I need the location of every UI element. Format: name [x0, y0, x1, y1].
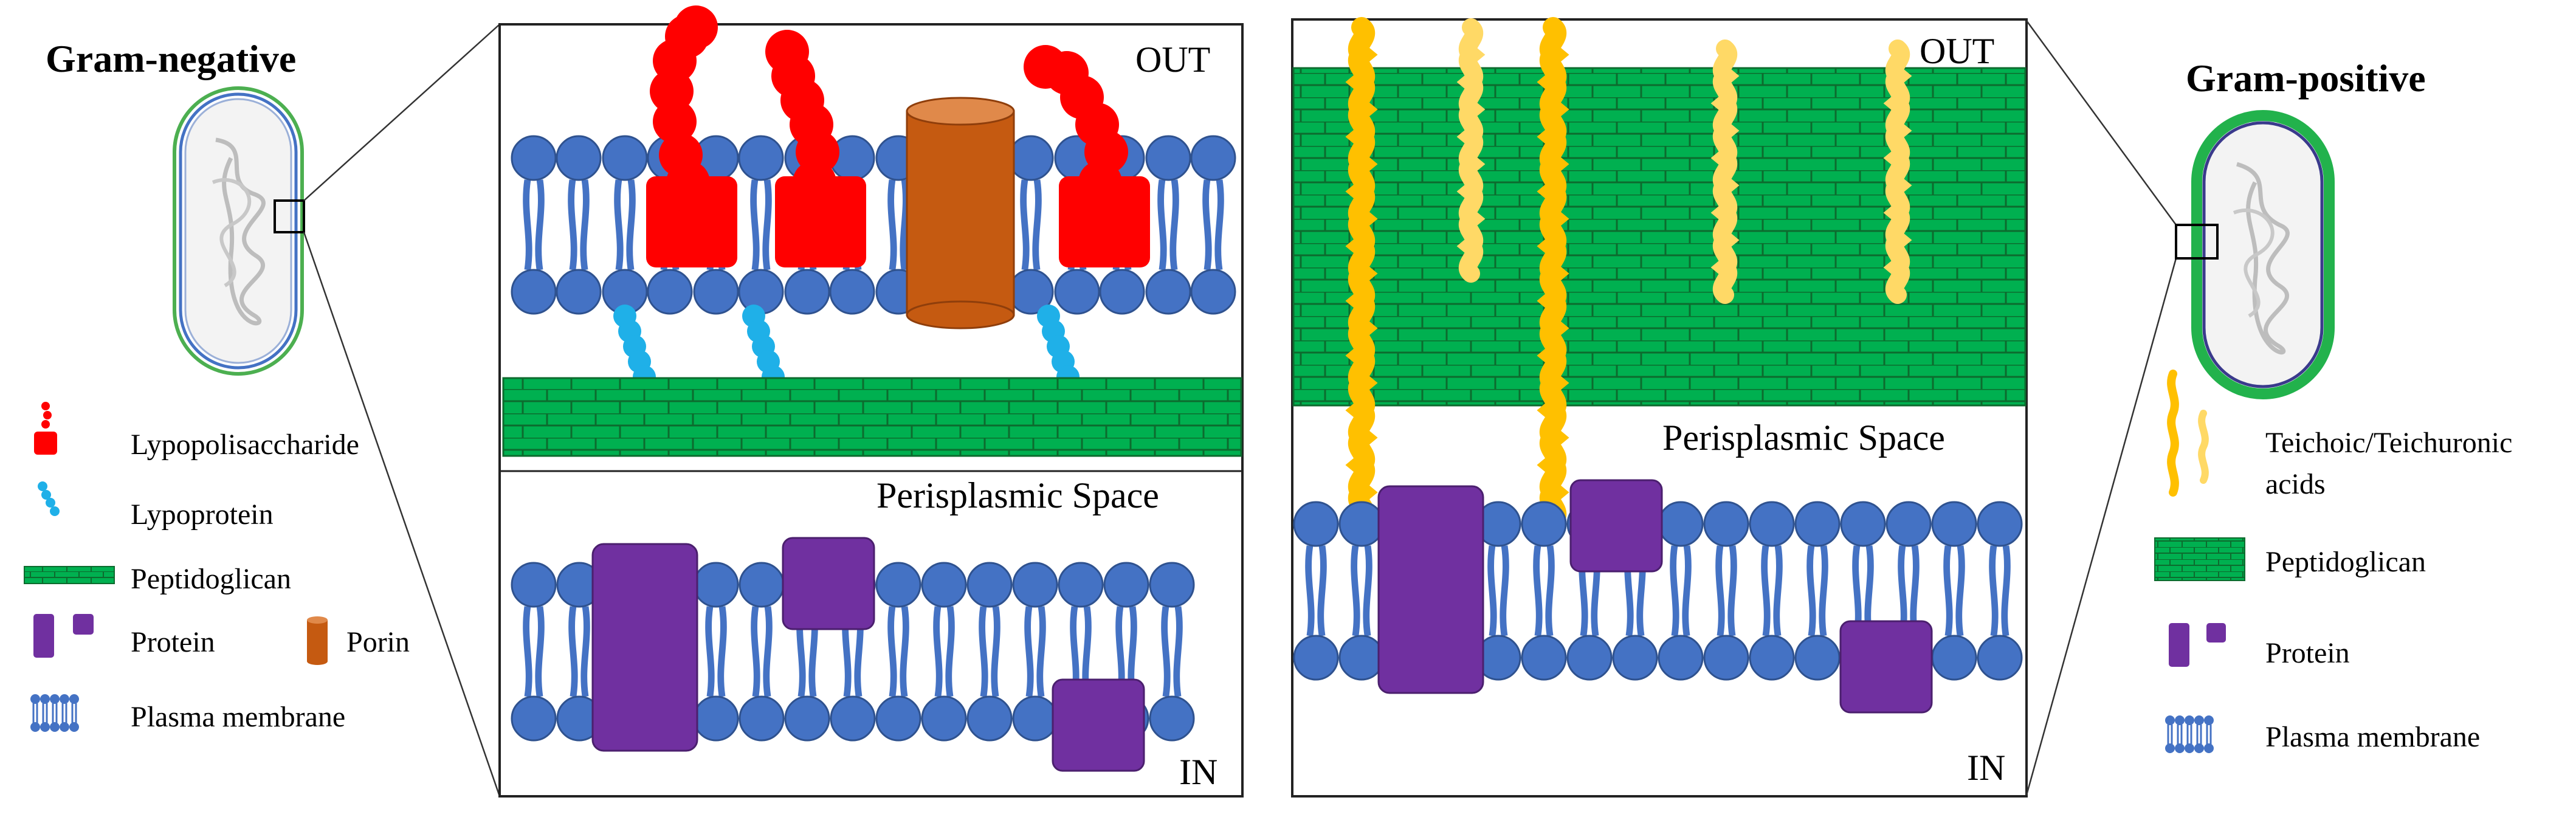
peptidoglican-layer-thick: [1292, 67, 2027, 407]
phospholipid: [1149, 562, 1195, 742]
membrane-icon: [30, 694, 79, 732]
gram-negative-title: Gram-negative: [46, 37, 296, 80]
phospholipid: [1338, 501, 1385, 681]
legend-membrane-label-right: Plasma membrane: [2265, 721, 2480, 753]
teichoic-acid: [1537, 17, 1569, 530]
teichoic-acid: [1456, 18, 1486, 283]
peptidoglican-icon: [24, 566, 115, 584]
phospholipid: [556, 562, 602, 742]
phospholipid: [1794, 501, 1841, 681]
legend-lipoprotein-label: Lypoprotein: [131, 498, 274, 531]
gram-negative-out-label: OUT: [1135, 40, 1210, 80]
membrane-proteins-positive: [1377, 479, 1933, 714]
legend-membrane-label: Plasma membrane: [131, 701, 345, 733]
phospholipid: [1521, 501, 1567, 681]
phospholipid: [875, 562, 921, 742]
gram-negative-section: Gram-negative Lypopolisaccharide: [24, 5, 1244, 798]
lipoprotein-chains: [613, 305, 1084, 404]
lps-molecule: [646, 5, 737, 267]
gram-negative-in-label: IN: [1179, 752, 1217, 792]
gram-positive-title: Gram-positive: [2186, 57, 2426, 100]
teichoic-acid: [1345, 17, 1378, 530]
phospholipid: [1475, 501, 1521, 681]
gram-negative-cell-icon: [173, 24, 501, 797]
gram-positive-space-label: Perisplasmic Space: [1662, 418, 1945, 458]
phospholipid: [738, 135, 784, 315]
lipoprotein: [613, 305, 661, 404]
gram-negative-legend: Lypopolisaccharide Lypoprotein Peptidogl…: [24, 402, 410, 733]
lps-molecule: [1024, 45, 1150, 267]
porin-icon: [307, 616, 328, 665]
teichoic-acid: [1883, 40, 1912, 304]
lps-molecule: [765, 30, 866, 267]
lipoprotein-icon: [38, 481, 60, 516]
gram-positive-section: OUT Perisplasmic Space IN Gram-positive: [1291, 17, 2512, 798]
phospholipid: [1008, 135, 1054, 315]
legend-teichoic-label-line2: acids: [2265, 468, 2326, 500]
phospholipid: [1145, 135, 1191, 315]
gram-negative-space-label: Perisplasmic Space: [876, 475, 1159, 515]
legend-protein-label: Protein: [131, 626, 215, 658]
legend-lps-label: Lypopolisaccharide: [131, 429, 359, 461]
peptidoglican-layer-thin: [502, 377, 1242, 457]
peptidoglican-icon: [2154, 537, 2245, 581]
phospholipid: [1190, 135, 1236, 315]
legend-protein-label-right: Protein: [2265, 637, 2350, 669]
phospholipid: [1658, 501, 1704, 681]
legend-teichoic-label-line1: Teichoic/Teichuronic: [2265, 427, 2512, 459]
phospholipid: [602, 135, 648, 315]
phospholipid: [966, 562, 1013, 742]
legend-porin-label: Porin: [346, 626, 410, 658]
gram-positive-out-label: OUT: [1920, 31, 1994, 71]
phospholipid: [1977, 501, 2023, 681]
teichoic-acids: [1345, 17, 1912, 530]
phospholipid: [511, 562, 557, 742]
membrane-proteins-negative: [591, 537, 1145, 772]
gram-positive-cell-icon: [2025, 20, 2335, 796]
phospholipid: [1012, 562, 1058, 742]
gram-positive-legend: Teichoic/Teichuronic acids Peptidoglican…: [2154, 370, 2512, 753]
phospholipid: [1703, 501, 1749, 681]
teichoic-acid: [1710, 40, 1740, 304]
gram-positive-panel: OUT Perisplasmic Space IN: [1291, 17, 2028, 798]
teichoic-icon: [2167, 370, 2209, 497]
gram-negative-panel: OUT Perisplasmic Space IN: [498, 5, 1244, 798]
phospholipid: [921, 562, 967, 742]
gram-positive-in-label: IN: [1967, 748, 2005, 788]
membrane-icon: [2165, 715, 2214, 753]
legend-peptidoglican-label-right: Peptidoglican: [2265, 546, 2426, 578]
phospholipid: [693, 562, 739, 742]
protein-icon: [2169, 623, 2226, 667]
porin: [906, 97, 1015, 329]
lps-molecules: [646, 5, 1150, 267]
protein-icon: [33, 614, 94, 658]
phospholipid: [511, 135, 557, 315]
phospholipid: [1749, 501, 1795, 681]
legend-peptidoglican-label: Peptidoglican: [131, 563, 291, 595]
lps-icon: [34, 402, 57, 455]
phospholipid: [556, 135, 602, 315]
phospholipid: [1293, 501, 1339, 681]
